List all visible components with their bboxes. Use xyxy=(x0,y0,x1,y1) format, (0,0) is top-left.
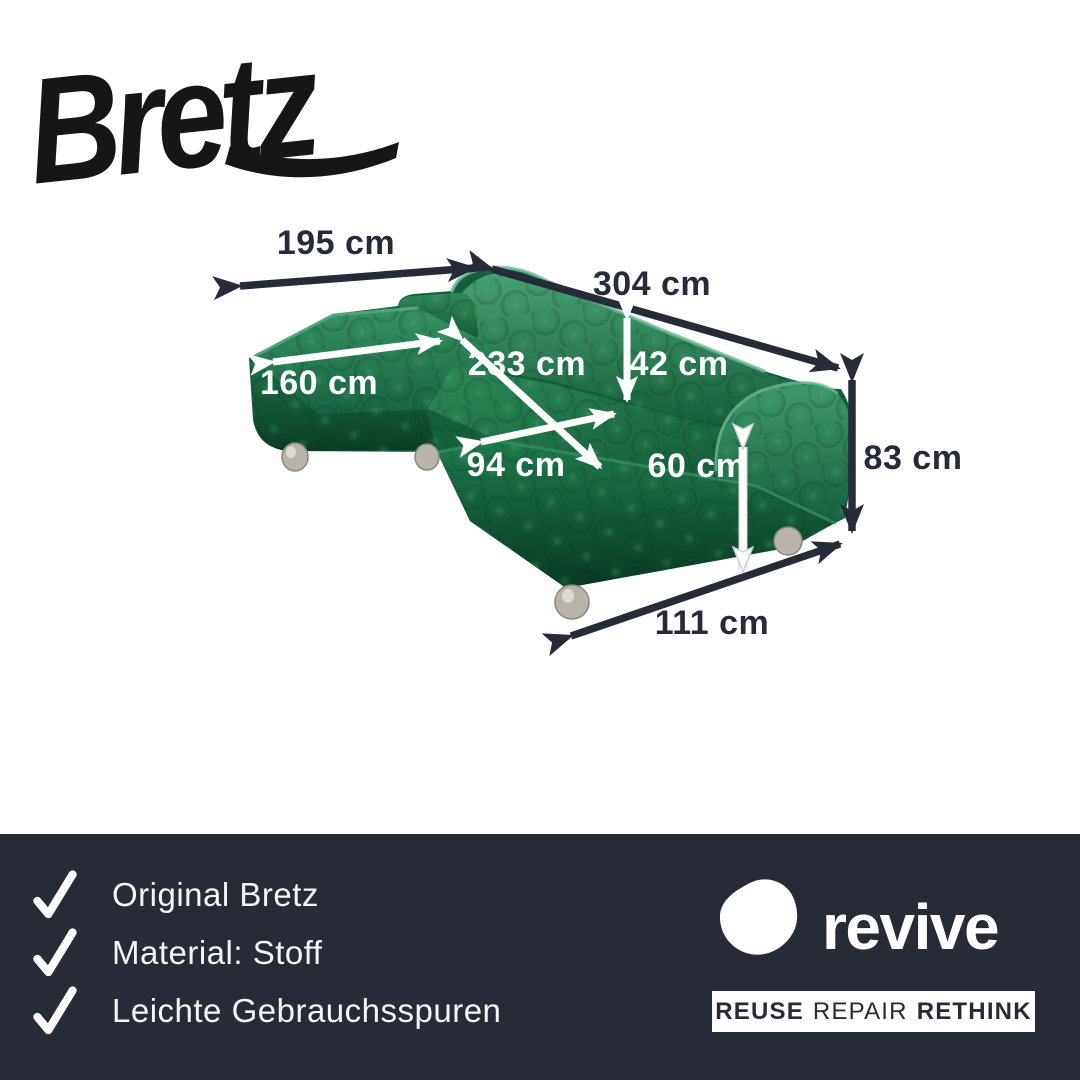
bretz-logo-swash xyxy=(225,142,399,178)
checkmark-icon xyxy=(33,986,77,1035)
dimension-labels: 195 cm 304 cm 83 cm 111 cm 160 cm 233 cm… xyxy=(260,224,963,642)
dimension-arrows xyxy=(212,250,864,657)
feature-text-condition: Leichte Gebrauchsspuren xyxy=(112,992,502,1029)
revive-logo: revive REUSE REPAIR RETHINK xyxy=(712,874,1037,1054)
checkmark-icon xyxy=(33,870,77,919)
tagline-rethink: RETHINK xyxy=(916,997,1032,1025)
dim-front-depth-arrow xyxy=(541,540,843,657)
tagline-repair: REPAIR xyxy=(812,997,908,1025)
dim-seat-depth-arrow xyxy=(455,408,617,458)
bretz-logo-text: Bretz xyxy=(20,18,327,215)
dim-inner-diagonal-label: 233 cm xyxy=(468,345,586,383)
checkmark-icon xyxy=(33,928,77,977)
revive-tagline-badge: REUSE REPAIR RETHINK xyxy=(712,991,1035,1032)
bretz-logo: Bretz xyxy=(20,18,399,216)
dim-seat-height-label: 60 cm xyxy=(648,447,747,485)
dim-front-depth-label: 111 cm xyxy=(655,604,770,642)
dim-chaise-length-label: 160 cm xyxy=(260,364,378,402)
dim-backrest-height-label: 42 cm xyxy=(630,345,729,383)
footer-bar: Original Bretz Material: Stoff Leichte G… xyxy=(0,834,1080,1080)
feature-row-material: Material: Stoff xyxy=(28,924,501,982)
revive-pebble-icon xyxy=(719,879,798,955)
feature-text-original: Original Bretz xyxy=(112,876,319,913)
revive-logo-text: revive xyxy=(822,891,1000,963)
tagline-reuse: REUSE xyxy=(715,997,804,1025)
feature-row-original: Original Bretz xyxy=(28,866,501,924)
dim-seat-depth-label: 94 cm xyxy=(467,446,566,484)
dim-total-width-arrow xyxy=(462,250,841,373)
dim-chaise-width-label: 195 cm xyxy=(277,224,395,262)
feature-row-condition: Leichte Gebrauchsspuren xyxy=(28,982,501,1040)
dim-chaise-width-arrow xyxy=(212,258,477,301)
dim-chaise-length-arrow xyxy=(247,333,443,376)
dim-total-width-label: 304 cm xyxy=(593,265,711,303)
feature-text-material: Material: Stoff xyxy=(112,934,323,971)
dim-total-height-label: 83 cm xyxy=(864,439,963,477)
feature-list: Original Bretz Material: Stoff Leichte G… xyxy=(28,866,501,1040)
